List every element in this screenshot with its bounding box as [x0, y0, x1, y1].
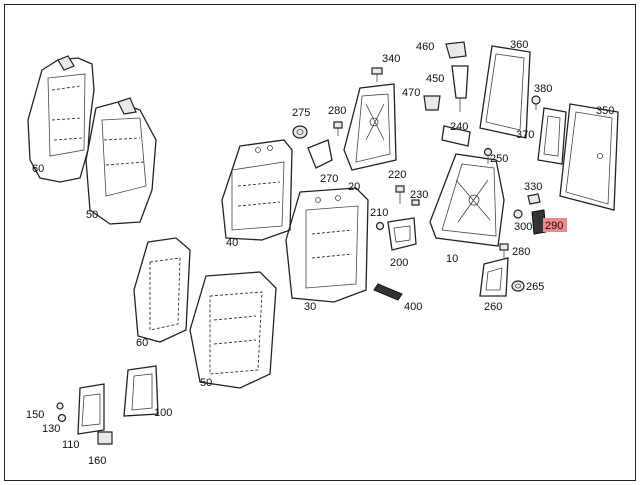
part-340[interactable]: [371, 67, 383, 82]
part-350[interactable]: [559, 103, 619, 211]
part-330[interactable]: [527, 193, 541, 205]
part-370[interactable]: [537, 107, 567, 165]
label-350[interactable]: 350: [596, 105, 614, 117]
label-275[interactable]: 275: [292, 107, 310, 119]
part-210[interactable]: [375, 221, 385, 231]
part-270[interactable]: [307, 139, 333, 169]
label-280-bottom[interactable]: 280: [512, 246, 530, 258]
label-280-top[interactable]: 280: [328, 105, 346, 117]
label-160[interactable]: 160: [88, 455, 106, 467]
part-400[interactable]: [373, 283, 403, 301]
part-240[interactable]: [441, 125, 471, 147]
part-260[interactable]: [479, 257, 509, 297]
label-380[interactable]: 380: [534, 83, 552, 95]
label-10[interactable]: 10: [446, 253, 458, 265]
part-60-bottom[interactable]: [133, 237, 191, 343]
part-265[interactable]: [511, 280, 525, 292]
label-60-top[interactable]: 60: [32, 163, 44, 175]
part-360[interactable]: [479, 45, 531, 139]
label-400[interactable]: 400: [404, 301, 422, 313]
part-250[interactable]: [483, 147, 493, 165]
label-470[interactable]: 470: [402, 87, 420, 99]
part-50-bottom[interactable]: [189, 271, 277, 389]
part-40[interactable]: [221, 139, 293, 241]
label-265[interactable]: 265: [526, 281, 544, 293]
label-40[interactable]: 40: [226, 237, 238, 249]
part-460[interactable]: [445, 41, 467, 59]
label-460[interactable]: 460: [416, 41, 434, 53]
highlight-box-290: [543, 218, 567, 232]
part-280-top[interactable]: [333, 121, 343, 136]
label-20[interactable]: 20: [348, 181, 360, 193]
part-450[interactable]: [451, 65, 469, 112]
label-260[interactable]: 260: [484, 301, 502, 313]
label-60-bottom[interactable]: 60: [136, 337, 148, 349]
label-220[interactable]: 220: [388, 169, 406, 181]
label-230[interactable]: 230: [410, 189, 428, 201]
part-160[interactable]: [97, 431, 113, 445]
label-50-top[interactable]: 50: [86, 209, 98, 221]
part-150[interactable]: [56, 402, 64, 410]
label-330[interactable]: 330: [524, 181, 542, 193]
label-360[interactable]: 360: [510, 39, 528, 51]
part-300[interactable]: [513, 209, 523, 219]
part-280-bottom[interactable]: [499, 243, 509, 258]
diagram-frame: [4, 4, 636, 481]
part-50-top[interactable]: [85, 97, 157, 225]
label-250[interactable]: 250: [490, 153, 508, 165]
label-450[interactable]: 450: [426, 73, 444, 85]
label-50-bottom[interactable]: 50: [200, 377, 212, 389]
part-230[interactable]: [411, 199, 420, 206]
part-20[interactable]: [343, 83, 397, 171]
label-300[interactable]: 300: [514, 221, 532, 233]
label-150[interactable]: 150: [26, 409, 44, 421]
label-110[interactable]: 110: [62, 439, 80, 451]
part-100[interactable]: [123, 365, 159, 417]
label-290[interactable]: 290: [545, 220, 563, 232]
label-370[interactable]: 370: [516, 129, 534, 141]
label-240[interactable]: 240: [450, 121, 468, 133]
part-110[interactable]: [77, 383, 105, 435]
part-380[interactable]: [531, 95, 541, 110]
part-10[interactable]: [429, 153, 505, 247]
label-270[interactable]: 270: [320, 173, 338, 185]
label-210[interactable]: 210: [370, 207, 388, 219]
label-100[interactable]: 100: [154, 407, 172, 419]
part-275[interactable]: [292, 125, 308, 139]
part-200[interactable]: [387, 217, 417, 251]
label-130[interactable]: 130: [42, 423, 60, 435]
part-220[interactable]: [395, 185, 405, 204]
part-130[interactable]: [57, 413, 67, 423]
label-200[interactable]: 200: [390, 257, 408, 269]
part-470[interactable]: [423, 95, 441, 111]
part-30[interactable]: [285, 187, 369, 303]
label-340[interactable]: 340: [382, 53, 400, 65]
label-30[interactable]: 30: [304, 301, 316, 313]
